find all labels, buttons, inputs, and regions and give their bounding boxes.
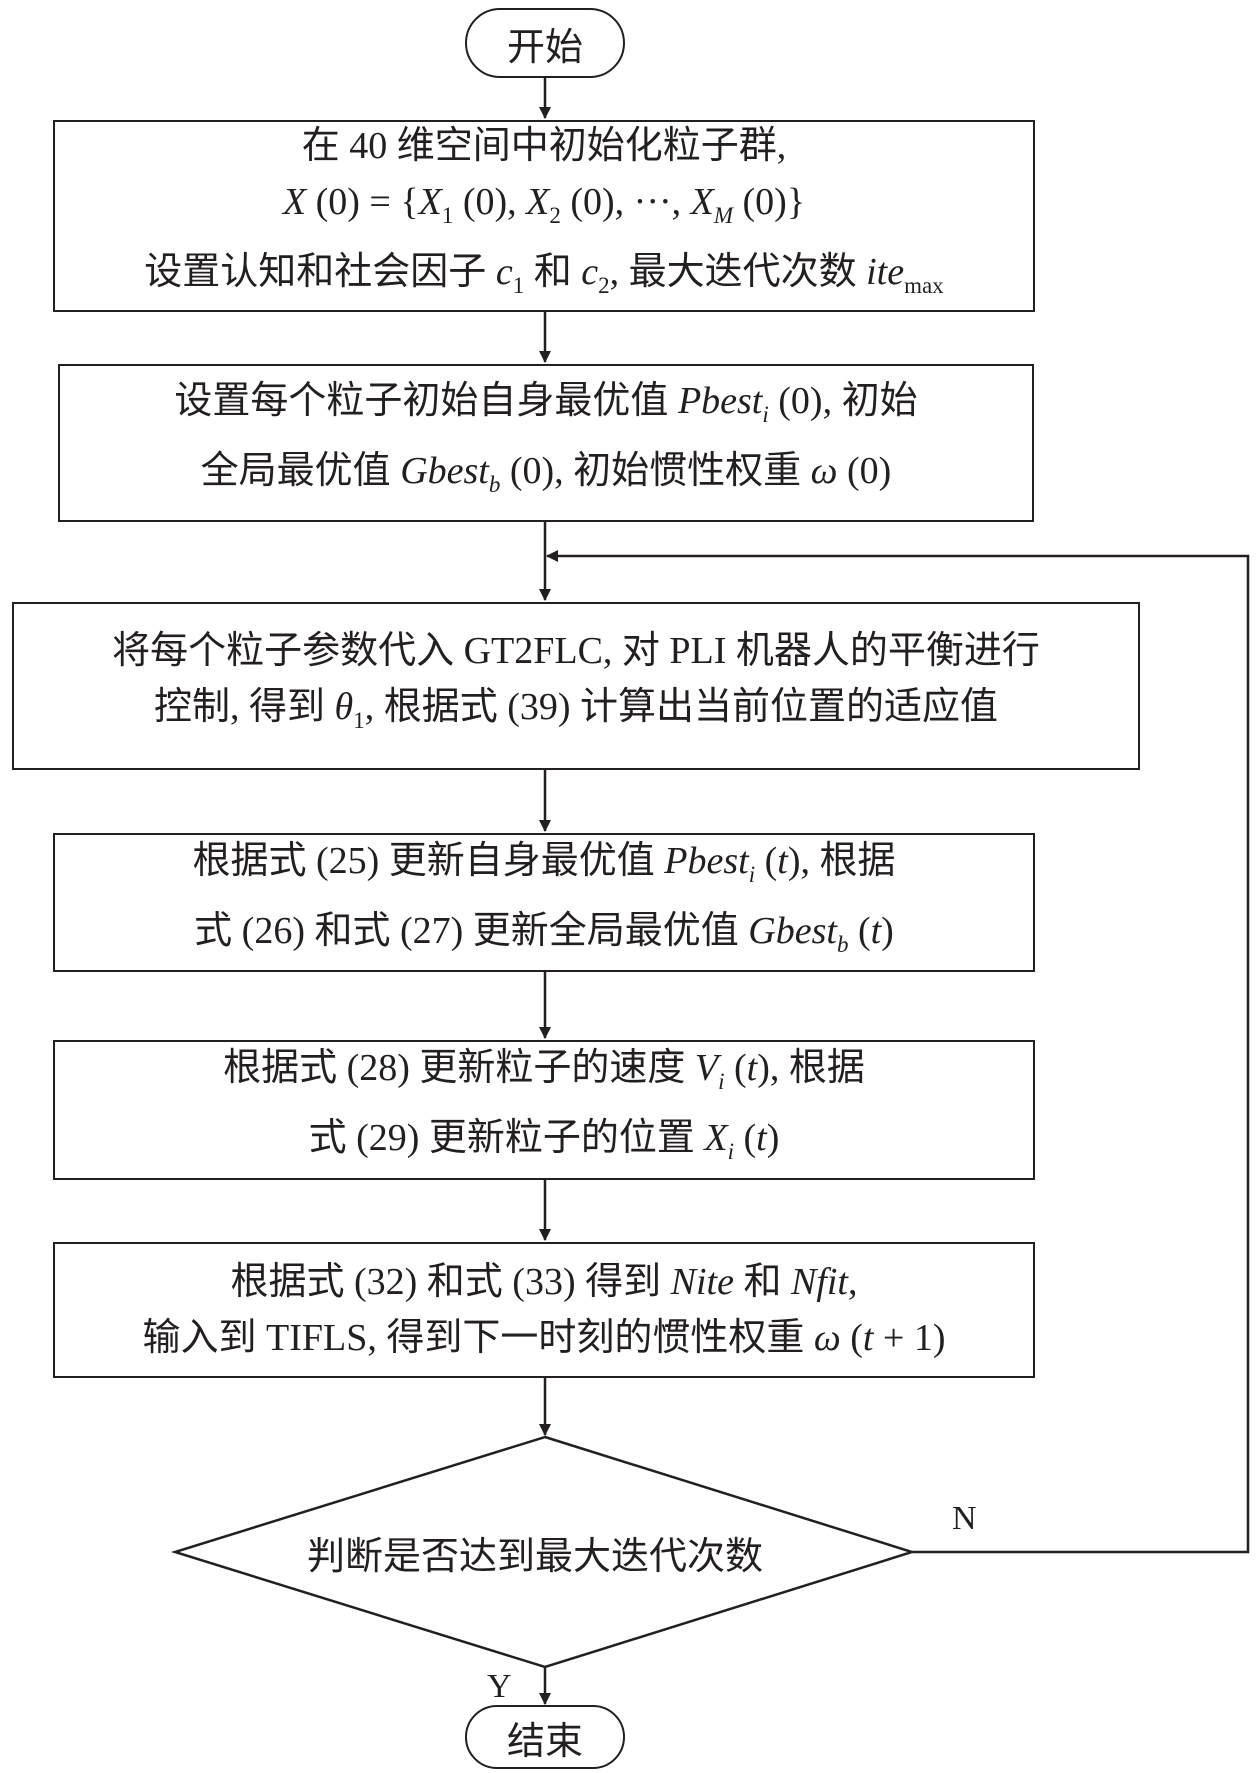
process-box-evaluate-fitness: 将每个粒子参数代入 GT2FLC, 对 PLI 机器人的平衡进行 控制, 得到 … — [12, 602, 1140, 770]
process-box-set-best-values: 设置每个粒子初始自身最优值 Pbesti (0), 初始 全局最优值 Gbest… — [58, 364, 1034, 522]
decision-label: 判断是否达到最大迭代次数 — [306, 1535, 763, 1578]
box2-line1: 设置每个粒子初始自身最优值 Pbesti (0), 初始 — [174, 380, 918, 427]
yes-branch-label: Y — [487, 1668, 512, 1705]
box1-line2: X (0) = {X1 (0), X2 (0), ···, XM (0)} — [282, 181, 806, 228]
end-terminal: 结束 — [465, 1705, 625, 1769]
box2-line2: 全局最优值 Gbestb (0), 初始惯性权重 ω (0) — [200, 450, 892, 497]
box3-line2: 控制, 得到 θ1, 根据式 (39) 计算出当前位置的适应值 — [154, 686, 998, 733]
loop-back-connector — [546, 550, 1250, 1554]
start-terminal: 开始 — [465, 8, 625, 78]
box6-line2: 输入到 TIFLS, 得到下一时刻的惯性权重 ω (t + 1) — [142, 1317, 946, 1359]
box6-line1: 根据式 (32) 和式 (33) 得到 Nite 和 Nfit, — [230, 1261, 858, 1303]
box1-line1: 在 40 维空间中初始化粒子群, — [301, 125, 787, 167]
box4-line1: 根据式 (25) 更新自身最优值 Pbesti (t), 根据 — [192, 839, 896, 887]
box1-line3: 设置认知和社会因子 c1 和 c2, 最大迭代次数 itemax — [144, 251, 944, 298]
box3-line1: 将每个粒子参数代入 GT2FLC, 对 PLI 机器人的平衡进行 — [112, 630, 1040, 672]
no-branch-label: N — [952, 1500, 977, 1537]
process-box-update-best: 根据式 (25) 更新自身最优值 Pbesti (t), 根据 式 (26) 和… — [53, 833, 1035, 972]
start-label: 开始 — [506, 26, 583, 69]
end-label: 结束 — [506, 1720, 583, 1763]
process-box-update-velocity-position: 根据式 (28) 更新粒子的速度 Vi (t), 根据 式 (29) 更新粒子的… — [53, 1040, 1035, 1180]
process-box-initialize: 在 40 维空间中初始化粒子群, X (0) = {X1 (0), X2 (0)… — [53, 120, 1035, 312]
box4-line2: 式 (26) 和式 (27) 更新全局最优值 Gbestb (t) — [194, 909, 894, 957]
process-box-inertia-weight: 根据式 (32) 和式 (33) 得到 Nite 和 Nfit, 输入到 TIF… — [53, 1242, 1035, 1378]
box5-line2: 式 (29) 更新粒子的位置 Xi (t) — [308, 1117, 780, 1164]
box5-line1: 根据式 (28) 更新粒子的速度 Vi (t), 根据 — [223, 1047, 865, 1094]
